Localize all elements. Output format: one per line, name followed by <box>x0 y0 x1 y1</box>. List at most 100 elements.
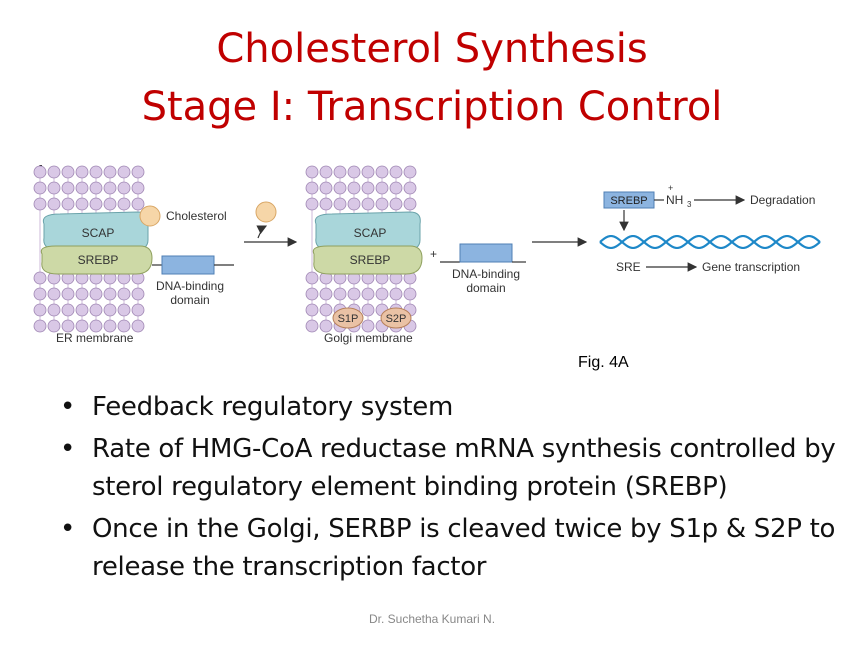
lipid-head <box>131 319 145 333</box>
footer-author: Dr. Suchetha Kumari N. <box>368 612 496 626</box>
lipid-head <box>47 181 61 195</box>
lipid-head <box>117 303 131 317</box>
lipid-head <box>305 319 319 333</box>
er-dna-binding-label-2: domain <box>170 293 209 307</box>
lipid-head <box>375 287 389 301</box>
lipid-head <box>89 303 103 317</box>
nh3-label: NH <box>666 193 683 207</box>
lipid-head <box>305 287 319 301</box>
released-dna-binding-label-1: DNA-binding <box>452 267 520 281</box>
lipid-head <box>361 303 375 317</box>
lipid-head <box>103 303 117 317</box>
released-dna-binding-label-2: domain <box>466 281 505 295</box>
bullet-dot: • <box>60 434 76 464</box>
sre-label: SRE <box>616 260 641 274</box>
lipid-head <box>117 181 131 195</box>
lipid-head <box>389 181 403 195</box>
lipid-head <box>347 287 361 301</box>
lipid-head <box>319 303 333 317</box>
lipid-head <box>319 197 333 211</box>
lipid-head <box>33 271 47 285</box>
lipid-head <box>131 287 145 301</box>
bullet-text: Once in the Golgi, SERBP is cleaved twic… <box>92 514 836 582</box>
lipid-head <box>347 165 361 179</box>
lipid-head <box>375 181 389 195</box>
lipid-head <box>117 197 131 211</box>
lipid-head <box>89 287 103 301</box>
released-dna-binding-box <box>459 243 513 263</box>
er-scap-label: SCAP <box>82 226 115 240</box>
lipid-head <box>33 287 47 301</box>
golgi-scap-label: SCAP <box>354 226 387 240</box>
slide-title-line1: Cholesterol Synthesis <box>216 26 648 72</box>
lipid-head <box>389 197 403 211</box>
lipid-head <box>361 165 375 179</box>
er-membrane-label: ER membrane <box>56 331 134 345</box>
lipid-head <box>103 165 117 179</box>
lipid-head <box>333 197 347 211</box>
lipid-head <box>75 287 89 301</box>
lipid-head <box>131 181 145 195</box>
lipid-head <box>361 287 375 301</box>
lipid-head <box>403 197 417 211</box>
bullet-text: Rate of HMG-CoA reductase mRNA synthesis… <box>92 434 836 502</box>
bullet-item: •Feedback regulatory system <box>60 388 850 426</box>
cholesterol-er <box>139 205 161 227</box>
er-srebp-label: SREBP <box>78 253 119 267</box>
er-srebp-shape <box>40 245 153 275</box>
lipid-head <box>75 197 89 211</box>
degradation-label: Degradation <box>750 193 815 207</box>
lipid-head <box>89 197 103 211</box>
gene-transcription-label: Gene transcription <box>702 260 800 274</box>
lipid-head <box>103 319 117 333</box>
bullet-dot: • <box>60 514 76 544</box>
nh3-subscript: 3 <box>687 200 692 209</box>
lipid-head <box>305 165 319 179</box>
er-dna-binding-label-1: DNA-binding <box>156 279 224 293</box>
golgi-srebp-shape <box>312 245 423 275</box>
lipid-head <box>361 197 375 211</box>
lipid-head <box>103 287 117 301</box>
lipid-head <box>61 181 75 195</box>
lipid-head <box>389 287 403 301</box>
lipid-head <box>61 287 75 301</box>
lipid-head <box>403 165 417 179</box>
golgi-srebp-label: SREBP <box>350 253 391 267</box>
srebp-pathway-figure: A SCAP SREBP Cholesterol DNA-binding dom… <box>33 162 821 345</box>
s1p-protease <box>332 307 364 329</box>
lipid-head <box>319 165 333 179</box>
plus-sign: + <box>430 247 437 261</box>
lipid-head <box>333 287 347 301</box>
lipid-head <box>361 319 375 333</box>
lipid-head <box>117 319 131 333</box>
lipid-head <box>75 165 89 179</box>
lipid-head <box>89 319 103 333</box>
bullet-list: •Feedback regulatory system • Rate of HMG… <box>60 388 850 590</box>
lipid-head <box>347 197 361 211</box>
lipid-head <box>305 181 319 195</box>
lipid-head <box>361 181 375 195</box>
lipid-head <box>319 319 333 333</box>
lipid-head <box>89 181 103 195</box>
lipid-head <box>375 197 389 211</box>
figure-caption: Fig. 4A <box>578 354 629 371</box>
bullet-item: • Rate of HMG-CoA reductase mRNA synthesi… <box>60 430 850 506</box>
lipid-head <box>33 181 47 195</box>
lipid-head <box>61 165 75 179</box>
lipid-head <box>47 303 61 317</box>
lipid-head <box>333 181 347 195</box>
lipid-head <box>33 319 47 333</box>
lipid-head <box>131 197 145 211</box>
lipid-head <box>61 319 75 333</box>
lipid-head <box>117 287 131 301</box>
dna-strand <box>599 234 821 250</box>
lipid-head <box>61 303 75 317</box>
lipid-head <box>403 287 417 301</box>
lipid-head <box>131 165 145 179</box>
s1p-label: S1P <box>338 313 359 325</box>
lipid-head <box>117 165 131 179</box>
slide-title-line2: Stage I: Transcription Control <box>141 84 723 130</box>
lipid-head <box>61 197 75 211</box>
lipid-head <box>75 319 89 333</box>
srebp-nh3-label: SREBP <box>610 195 647 207</box>
